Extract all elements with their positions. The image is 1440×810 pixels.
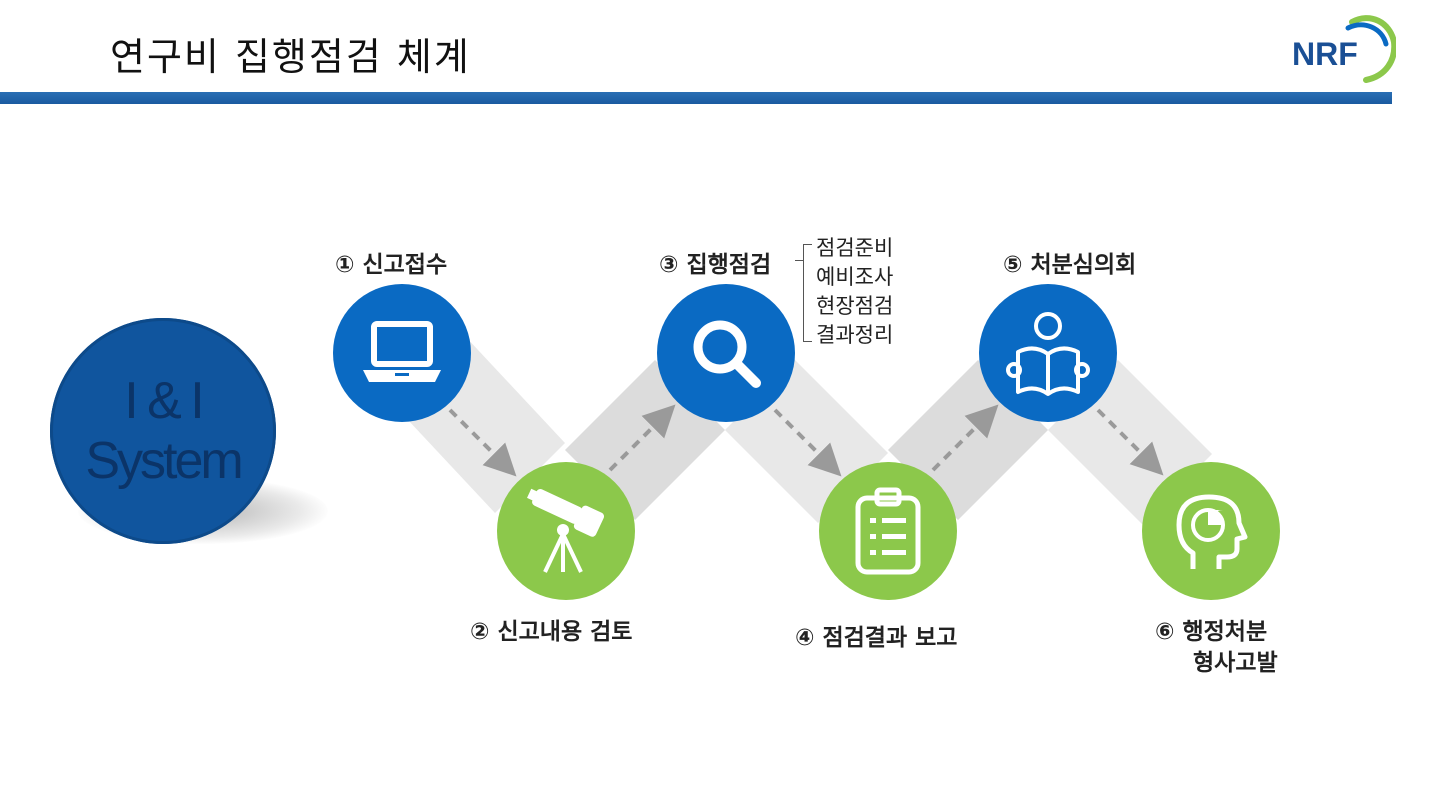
step-6-node xyxy=(1142,462,1280,600)
step-6-label: ⑥ 행정처분 xyxy=(1155,619,1268,645)
step-4-label: ④ 점검결과 보고 xyxy=(795,625,958,651)
step-2-node xyxy=(497,462,635,600)
sub-item: 결과정리 xyxy=(816,323,894,347)
clipboard-icon xyxy=(855,487,921,575)
arrow-3-4 xyxy=(773,408,842,477)
sub-bracket xyxy=(803,244,812,342)
sub-item: 현장점검 xyxy=(816,294,894,318)
step-2-label: ② 신고내용 검토 xyxy=(470,619,633,645)
step-5-node xyxy=(979,284,1117,422)
step-3-sub-list: 점검준비 예비조사 현장점검 결과정리 xyxy=(816,234,893,350)
step-1-label: ① 신고접수 xyxy=(335,252,448,278)
arrow-2-3 xyxy=(608,404,676,472)
logo-text: NRF xyxy=(1292,36,1358,72)
page-title: 연구비 집행점검 체계 xyxy=(110,35,471,79)
header-rule xyxy=(0,92,1392,104)
telescope-icon xyxy=(527,488,605,573)
step-6-label-2: 형사고발 xyxy=(1193,650,1278,676)
head-chart-icon xyxy=(1176,494,1248,569)
arrow-1-2 xyxy=(448,408,517,477)
step-3-label: ③ 집행점검 xyxy=(659,252,772,278)
step-5-label: ⑤ 처분심의회 xyxy=(1003,252,1137,278)
sub-item: 예비조사 xyxy=(816,265,894,289)
system-line-2: System xyxy=(85,432,243,490)
step-4-node xyxy=(819,462,957,600)
sub-item: 점검준비 xyxy=(816,236,894,260)
arrow-4-5 xyxy=(931,404,999,472)
step-1-node xyxy=(333,284,471,422)
system-line-1: I & I xyxy=(124,372,205,430)
reading-person-icon xyxy=(1006,312,1090,396)
nrf-logo: NRF xyxy=(1292,15,1396,83)
step-3-node xyxy=(657,284,795,422)
arrow-5-6 xyxy=(1096,408,1164,476)
laptop-icon xyxy=(363,321,441,382)
system-badge: I & I System xyxy=(50,318,276,544)
sub-bracket-tick xyxy=(795,260,803,261)
magnifier-icon xyxy=(693,320,761,388)
